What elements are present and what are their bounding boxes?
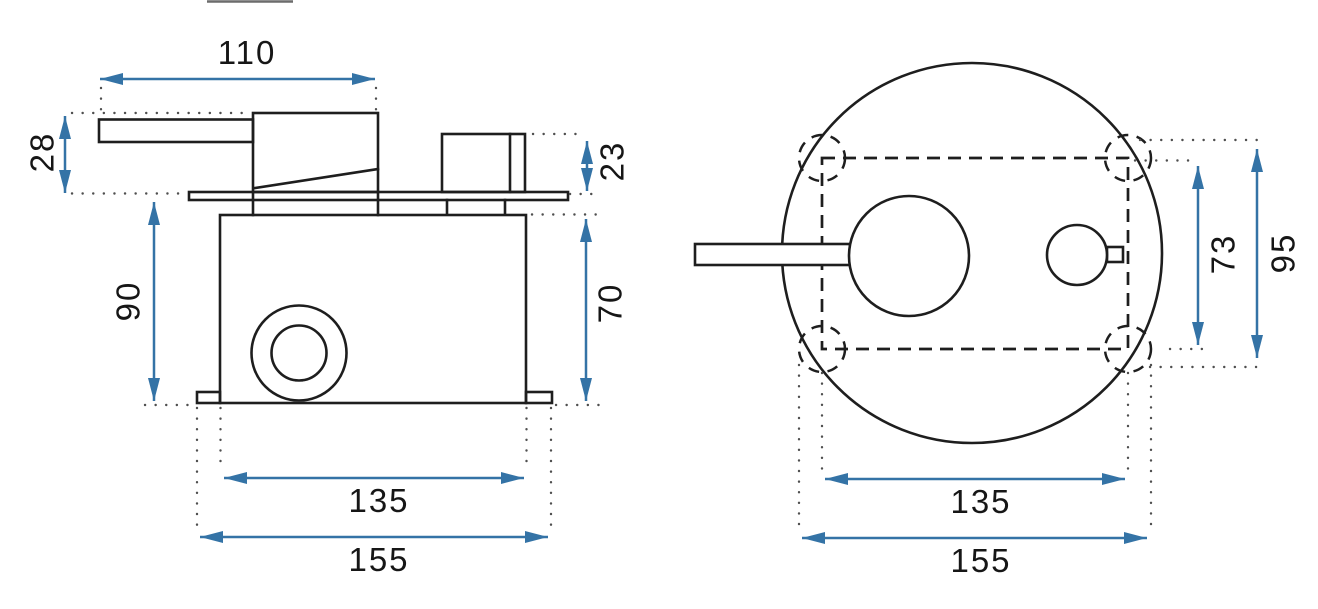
diverter-knob-side bbox=[440, 132, 527, 194]
fixing-hole-bottom-right bbox=[1103, 324, 1153, 374]
side-view: 110 28 23 90 70 bbox=[24, 34, 631, 578]
dim-box-height: 73 bbox=[1133, 159, 1242, 351]
dim-label-90: 90 bbox=[110, 281, 147, 322]
dim-overall-height: 95 bbox=[1138, 138, 1302, 369]
dim-label-23: 23 bbox=[594, 141, 631, 182]
dim-label-155-side: 155 bbox=[348, 541, 409, 578]
dim-box-width-front: 135 bbox=[820, 371, 1130, 520]
dim-box-depth: 70 bbox=[530, 213, 629, 407]
dim-diverter-offset: 23 bbox=[531, 132, 631, 196]
wall-plate-side bbox=[187, 190, 570, 202]
dim-label-135-side: 135 bbox=[348, 482, 409, 519]
dim-trim-depth: 90 bbox=[110, 202, 194, 407]
lever-handle-side bbox=[97, 118, 255, 144]
dim-label-110: 110 bbox=[218, 34, 277, 71]
dim-handle-offset: 28 bbox=[24, 111, 250, 195]
cartridge-diagonal-line bbox=[253, 167, 380, 190]
dim-label-155-front: 155 bbox=[950, 542, 1011, 579]
dim-label-73: 73 bbox=[1205, 234, 1242, 275]
fixing-hole-top-left bbox=[797, 133, 847, 183]
dim-label-70: 70 bbox=[592, 283, 629, 324]
inlet-port-outer bbox=[250, 304, 348, 402]
dim-top-width: 110 bbox=[99, 34, 378, 121]
dim-overall-width-front: 155 bbox=[797, 363, 1153, 579]
dim-overall-width-side: 155 bbox=[195, 406, 553, 578]
lever-handle-front bbox=[693, 242, 852, 267]
front-view: 73 95 135 155 bbox=[693, 61, 1302, 579]
dim-label-135-front: 135 bbox=[950, 483, 1011, 520]
box-foot-right bbox=[524, 390, 554, 405]
box-foot-left bbox=[195, 390, 222, 405]
diverter-knob-front bbox=[1045, 223, 1109, 287]
dim-label-95: 95 bbox=[1265, 233, 1302, 274]
concealed-box bbox=[218, 213, 528, 405]
diverter-index-nub bbox=[1105, 245, 1125, 264]
inlet-port-inner bbox=[270, 324, 328, 382]
cartridge-body bbox=[251, 111, 380, 194]
roughin-box-dashed bbox=[820, 156, 1130, 351]
fixing-hole-top-right bbox=[1103, 133, 1153, 183]
mixer-knob-front bbox=[847, 194, 971, 318]
dim-box-width-side: 135 bbox=[219, 406, 528, 519]
dim-label-28: 28 bbox=[24, 132, 61, 173]
fixing-hole-bottom-left bbox=[797, 324, 847, 374]
